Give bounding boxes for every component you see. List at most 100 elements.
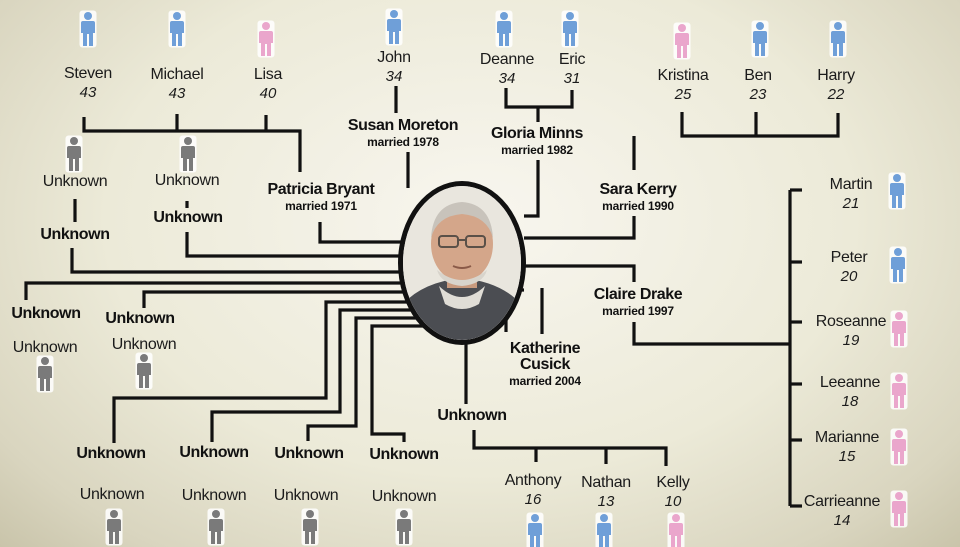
ben-person-icon: [751, 20, 769, 63]
unk-c1-label: Unknown: [43, 174, 108, 190]
unk-s6-spouse-label: Unknown: [179, 444, 249, 461]
person-name: Unknown: [111, 336, 177, 353]
spouse-name: Unknown: [369, 446, 439, 463]
roseanne-person-icon: [890, 310, 908, 353]
connector-line: [70, 248, 410, 274]
person-name: Leeanne: [819, 374, 881, 391]
connector-line: [504, 88, 574, 109]
spouse-name: Unknown: [153, 209, 223, 226]
person-age: 22: [827, 86, 845, 103]
person-name: Anthony: [504, 472, 562, 489]
central-person-portrait: [398, 181, 526, 345]
person-name: Steven: [63, 65, 113, 82]
unk-s3-spouse-label: Unknown: [11, 305, 81, 322]
spouse-name: Cusick: [519, 356, 571, 373]
spouse-name: Susan Moreton: [347, 117, 459, 134]
person-age: 15: [838, 448, 856, 465]
unk-c1-person-icon: [65, 135, 83, 178]
unk-c6-label: Unknown: [182, 488, 247, 504]
unk-c5-label: Unknown: [80, 487, 145, 503]
spouse-name: Unknown: [40, 226, 110, 243]
nathan-person-icon: [595, 512, 613, 547]
harry-person-icon: [829, 20, 847, 63]
connector-line: [680, 112, 840, 138]
person-age: 43: [168, 85, 186, 102]
spouse-name: Unknown: [105, 310, 175, 327]
unk-s4-spouse-label: Unknown: [105, 310, 175, 327]
person-age: 25: [674, 86, 692, 103]
unk-c4-label: Unknown: [112, 337, 177, 353]
person-name: Roseanne: [815, 313, 887, 330]
person-age: 14: [833, 512, 851, 529]
lisa-person-icon: [257, 20, 275, 63]
spouse-name: Unknown: [11, 305, 81, 322]
unk-s2-spouse-label: Unknown: [153, 209, 223, 226]
spouse-name: Patricia Bryant: [267, 181, 375, 198]
connector-line: [632, 322, 790, 346]
person-age: 40: [259, 85, 277, 102]
spouse-name: Unknown: [179, 444, 249, 461]
person-age: 19: [842, 332, 860, 349]
michael-person-icon: [168, 10, 186, 53]
person-name: Unknown: [273, 487, 339, 504]
unk-c3-person-icon: [36, 355, 54, 398]
connector-line: [370, 324, 442, 442]
spouse-name: Sara Kerry: [599, 181, 677, 198]
eric-person-icon: [561, 10, 579, 53]
connector-line: [524, 264, 636, 282]
person-name: Deanne: [479, 51, 535, 68]
spouse-name: Claire Drake: [593, 286, 683, 303]
spouse-name: Unknown: [437, 407, 507, 424]
anthony-label: Anthony 16: [504, 472, 562, 508]
connector-line: [524, 216, 636, 240]
john-label: John 34: [377, 49, 411, 85]
person-name: Unknown: [12, 339, 78, 356]
person-name: Marianne: [814, 429, 880, 446]
connector-line: [142, 290, 418, 308]
person-age: 34: [498, 70, 516, 87]
person-age: 23: [749, 86, 767, 103]
anthony-person-icon: [526, 512, 544, 547]
person-age: 31: [563, 70, 581, 87]
unk-c7-person-icon: [301, 508, 319, 547]
person-age: 34: [385, 68, 403, 85]
deanne-person-icon: [495, 10, 513, 53]
person-name: Unknown: [79, 486, 145, 503]
person-age: 16: [524, 491, 542, 508]
unk-c6-person-icon: [207, 508, 225, 547]
roseanne-label: Roseanne 19: [815, 313, 887, 349]
peter-person-icon: [889, 246, 907, 289]
person-name: Lisa: [253, 66, 283, 83]
portrait-photo: [403, 186, 521, 340]
person-name: Unknown: [42, 173, 108, 190]
marriage-year: married 1997: [602, 304, 674, 318]
person-name: Unknown: [371, 488, 437, 505]
spouse-name: Unknown: [274, 445, 344, 462]
person-name: Martin: [829, 176, 873, 193]
unk-s9-spouse-label: Unknown: [437, 407, 507, 424]
person-name: John: [377, 49, 411, 66]
steven-label: Steven 43: [63, 65, 113, 101]
carrieanne-person-icon: [890, 490, 908, 533]
person-age: 43: [79, 84, 97, 101]
unk-c8-person-icon: [395, 508, 413, 547]
unk-c8-label: Unknown: [372, 489, 437, 505]
marriage-year: married 2004: [509, 374, 581, 388]
connector-line: [24, 281, 414, 300]
person-age: 18: [841, 393, 859, 410]
unk-c2-label: Unknown: [155, 173, 220, 189]
marriage-year: married 1982: [501, 143, 573, 157]
john-person-icon: [385, 8, 403, 51]
marianne-label: Marianne 15: [814, 429, 880, 465]
unk-c4-person-icon: [135, 352, 153, 395]
martin-person-icon: [888, 172, 906, 215]
